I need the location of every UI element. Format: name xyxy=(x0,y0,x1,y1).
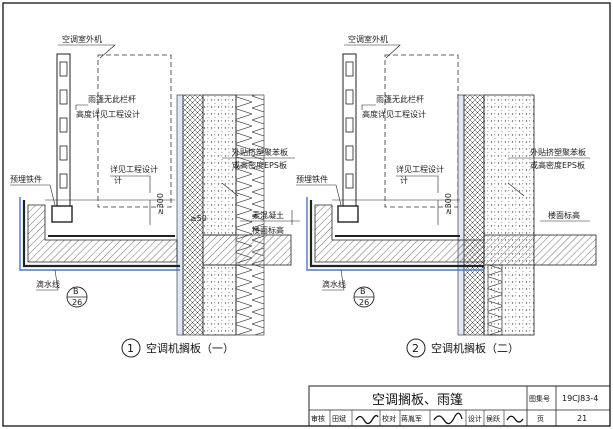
check-name: 蒋胤军 xyxy=(401,414,422,423)
ref-bubble xyxy=(66,286,88,308)
label-drip-line: 滴水线 xyxy=(322,279,346,289)
embedded-plate xyxy=(51,205,73,223)
dim-300: ≥300 xyxy=(156,193,165,215)
caption-number-circle xyxy=(406,338,426,358)
ac-unit-outline xyxy=(384,54,459,208)
label-floor-level: 楼面标高 xyxy=(548,210,580,220)
floor-slab xyxy=(483,234,597,266)
label-insulation-2: 或高密度EPS板 xyxy=(530,160,585,170)
concrete-wall xyxy=(202,94,237,236)
ref-page: 26 xyxy=(72,298,82,307)
label-ac-unit: 空调室外机 xyxy=(62,34,102,44)
label-ac-unit: 空调室外机 xyxy=(348,34,388,44)
label-no-railing: 雨篷无此栏杆 xyxy=(88,94,136,104)
ref-letter: B xyxy=(73,287,79,296)
atlas-label: 图集号 xyxy=(529,394,550,403)
label-embedded-part: 预埋铁件 xyxy=(296,174,328,184)
title-block xyxy=(308,385,611,427)
page-label: 页 xyxy=(537,415,544,423)
wall-insulation xyxy=(463,94,485,336)
shelf-slab xyxy=(27,204,178,263)
label-detail-design: 详见工程设计 xyxy=(396,164,444,174)
label-insulation-1: 外贴挤塑聚苯板 xyxy=(232,147,288,157)
railing xyxy=(342,53,357,215)
detail-1: 空调室外机 雨篷无此栏杆 高度详见工程设计 详见工程设计 计 预埋铁件 外贴挤塑… xyxy=(10,34,300,358)
caption-number: 1 xyxy=(127,342,134,355)
caption-title: 空调机搁板（一） xyxy=(146,341,234,355)
label-drip-line: 滴水线 xyxy=(36,279,60,289)
design-signature xyxy=(506,415,524,423)
inner-wall xyxy=(235,94,265,336)
label-floor-level: 楼面标高 xyxy=(252,225,284,235)
design-label: 设计 xyxy=(468,414,482,423)
caption-title: 空调机搁板（二） xyxy=(431,341,519,355)
review-label: 审核 xyxy=(311,414,325,423)
detail-2: 空调室外机 雨篷无此栏杆 高度详见工程设计 详见工程设计 计 预埋铁件 外贴挤塑… xyxy=(296,34,597,358)
label-detail-design: 详见工程设计 xyxy=(110,164,158,174)
check-label: 校对 xyxy=(382,414,396,423)
caption-number-circle xyxy=(121,338,141,358)
dim-50: ≥50 xyxy=(190,214,207,223)
ref-letter: B xyxy=(360,287,366,296)
check-signature xyxy=(433,412,463,425)
ac-unit-outline xyxy=(97,54,172,208)
label-concrete: 素混凝土 xyxy=(252,210,284,220)
review-signature xyxy=(355,414,379,425)
label-insulation-1: 外贴挤塑聚苯板 xyxy=(530,147,586,157)
page-number: 21 xyxy=(577,414,587,423)
drawing-title: 空调搁板、雨篷 xyxy=(372,393,463,408)
ref-bubble xyxy=(353,286,375,308)
ref-page: 26 xyxy=(359,298,369,307)
wall-finish xyxy=(176,94,184,336)
label-insulation-2: 或高密度EPS板 xyxy=(232,160,287,170)
label-no-railing: 雨篷无此栏杆 xyxy=(376,94,424,104)
dim-300: ≥300 xyxy=(444,193,453,215)
floor-slab xyxy=(202,234,292,266)
label-railing-height: 高度详见工程设计 xyxy=(362,109,426,119)
design-name: 侯跃 xyxy=(486,414,500,423)
label-railing-height: 高度详见工程设计 xyxy=(76,109,140,119)
label-embedded-part: 预埋铁件 xyxy=(10,174,42,184)
shelf-slab xyxy=(314,204,485,263)
caption-number: 2 xyxy=(412,342,419,355)
railing xyxy=(56,53,71,215)
label-detail-design-2: 计 xyxy=(114,175,122,185)
atlas-number: 19CJ83-4 xyxy=(562,394,598,403)
review-name: 田斌 xyxy=(332,414,346,423)
label-detail-design-2: 计 xyxy=(400,175,408,185)
embedded-plate xyxy=(337,205,359,223)
